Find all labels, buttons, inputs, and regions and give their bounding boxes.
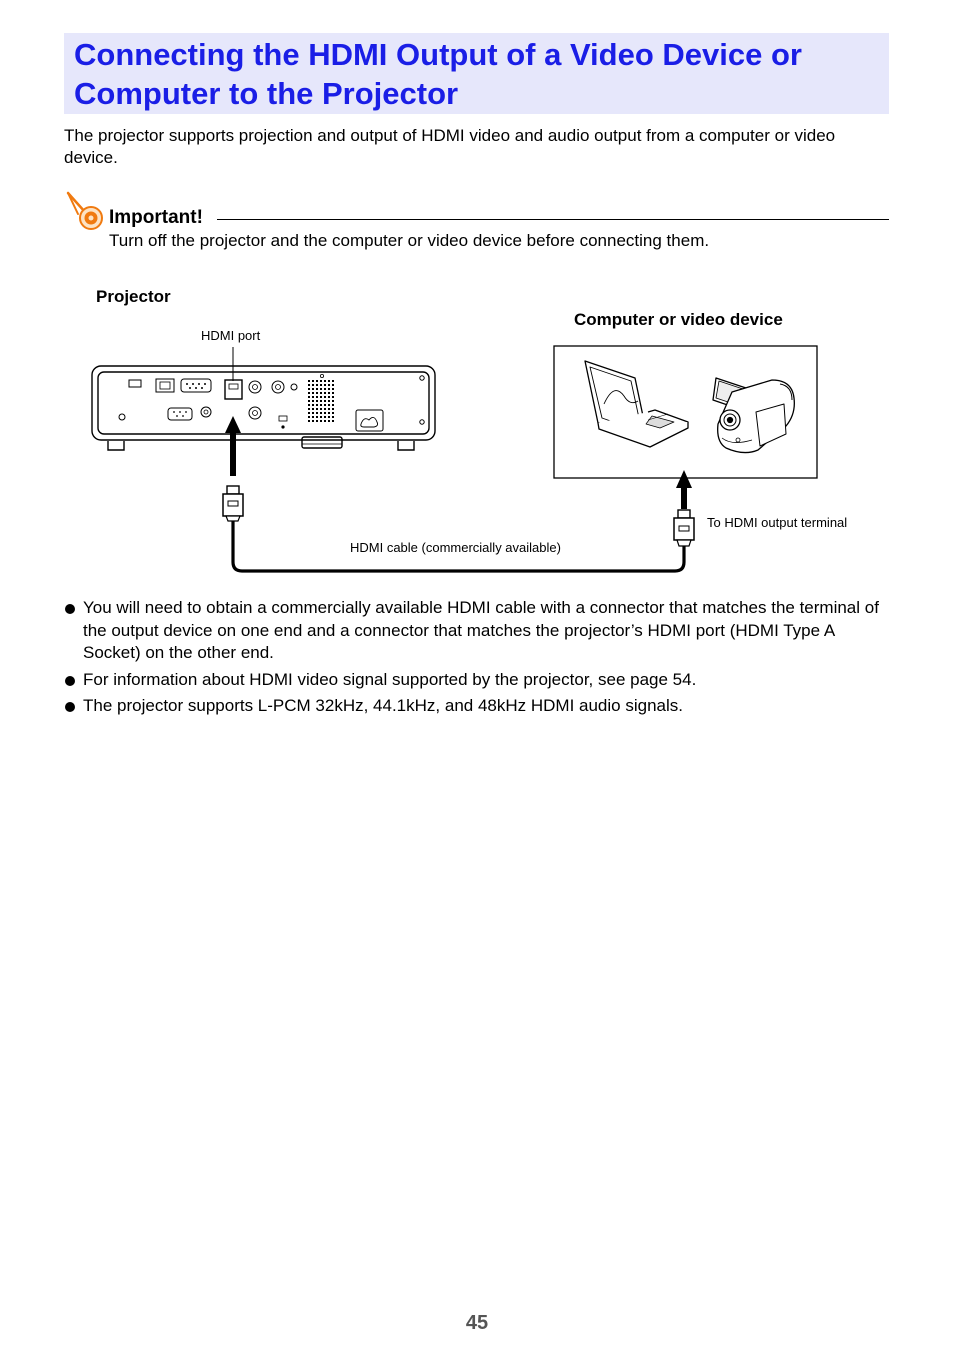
device-box [553,345,818,479]
device-label: Computer or video device [574,310,783,329]
title-banner: Connecting the HDMI Output of a Video De… [64,33,889,114]
camcorder-illustration [712,377,795,454]
projector-label: Projector [96,287,171,306]
list-item: For information about HDMI video signal … [64,669,884,692]
list-item: You will need to obtain a commercially a… [64,597,884,665]
intro-paragraph: The projector supports projection and ou… [64,126,836,167]
hdmi-cable [222,485,695,573]
cable-label: HDMI cable (commercially available) [350,540,561,555]
important-pushpin-icon [66,191,103,230]
projector-illustration [91,365,436,451]
list-item: The projector supports L-PCM 32kHz, 44.1… [64,695,884,718]
notes-list: You will need to obtain a commercially a… [64,597,884,722]
laptop-illustration [584,360,689,448]
arrow-up-icon [225,416,241,476]
bullet-dot-icon [65,702,75,712]
page-title: Connecting the HDMI Output of a Video De… [74,37,802,111]
important-text: Turn off the projector and the computer … [109,231,710,250]
bullet-dot-icon [65,604,75,614]
page-number: 45 [465,1312,489,1334]
arrow-up-icon [676,470,692,509]
important-heading: Important! [109,207,203,228]
important-divider [217,219,889,220]
terminal-label: To HDMI output terminal [707,515,848,530]
hdmi-port-label: HDMI port [201,328,261,343]
bullet-dot-icon [65,675,75,686]
